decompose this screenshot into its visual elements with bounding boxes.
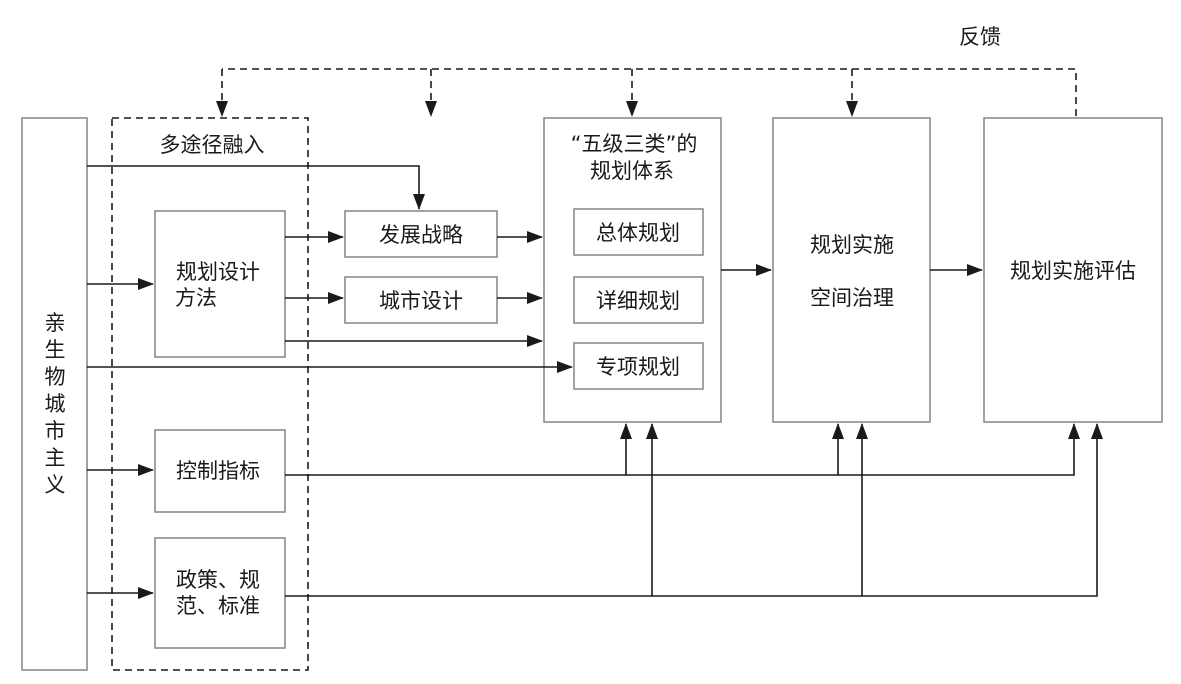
urban-design-label: 城市设计 [379, 289, 463, 313]
left-pillar-char: 主 [45, 446, 66, 470]
planning-system-title: 规划体系 [590, 159, 674, 183]
policy-bus [285, 423, 1103, 597]
left-pillar-text: 亲 生 物 城 市 主 义 [45, 311, 66, 497]
left-pillar-char: 城 [45, 392, 66, 416]
feedback-label: 反馈 [959, 25, 1001, 49]
special-plan-box [573, 342, 704, 390]
special-plan-label: 专项规划 [596, 355, 680, 379]
left-pillar-char: 亲 [45, 311, 66, 335]
dev-strategy-label: 发展战略 [379, 223, 463, 247]
overall-plan-label: 总体规划 [596, 221, 680, 245]
control-label: 控制指标 [176, 459, 260, 483]
left-pillar-char: 市 [45, 419, 66, 443]
evaluation-label: 规划实施评估 [1010, 259, 1136, 283]
multi-path-group [111, 117, 309, 671]
detailed-plan-box [573, 276, 704, 324]
methods-label: 方法 [175, 286, 217, 310]
policy-label: 范、标准 [176, 594, 260, 618]
implementation-box [772, 117, 931, 423]
detailed-plan-label: 详细规划 [596, 289, 680, 313]
left-pillar-char: 义 [45, 473, 66, 497]
control-box [154, 429, 286, 513]
implementation-label: 空间治理 [810, 286, 894, 310]
policy-label: 政策、规 [176, 568, 260, 592]
policy-box [154, 537, 286, 649]
left-pillar-char: 生 [45, 338, 66, 362]
arrow-pillar-to-dev-strategy [87, 165, 425, 210]
multi-path-label: 多途径融入 [160, 133, 265, 157]
evaluation-box [983, 117, 1163, 423]
left-pillar-char: 物 [45, 365, 66, 389]
control-bus [285, 423, 1080, 476]
planning-system-title: “五级三类”的 [571, 132, 698, 156]
left-pillar-box [21, 117, 88, 671]
dev-strategy-box [344, 210, 498, 258]
overall-plan-box [573, 208, 704, 256]
methods-box [154, 210, 286, 358]
urban-design-box [344, 276, 498, 324]
methods-label: 规划设计 [176, 260, 260, 284]
feedback-top-line [222, 68, 1077, 116]
implementation-label: 规划实施 [810, 233, 894, 257]
